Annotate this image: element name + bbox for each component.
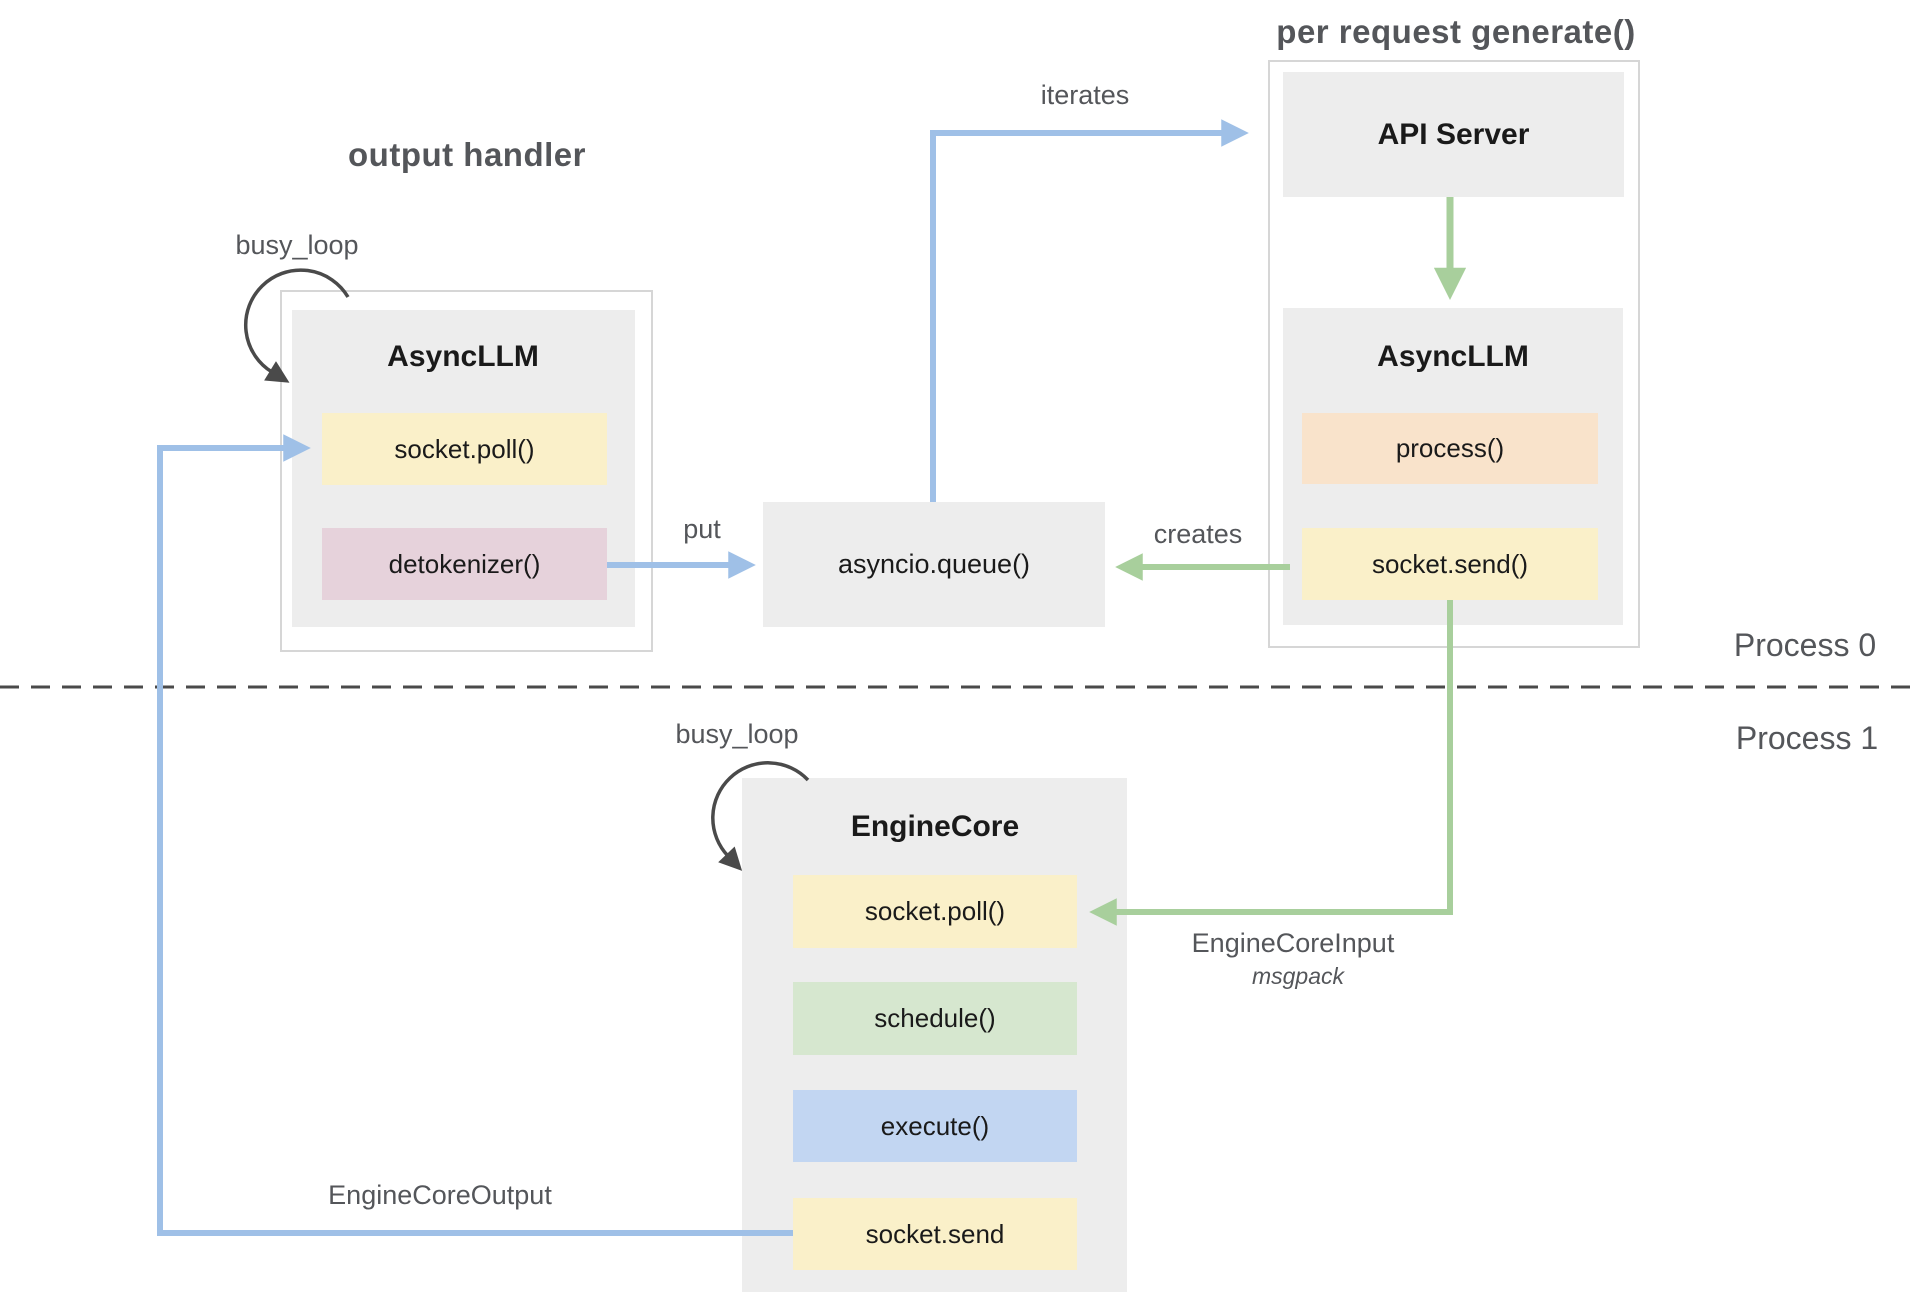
engine-socket-send-label: socket.send — [865, 1218, 1005, 1249]
left-socket-poll-label: socket.poll() — [394, 433, 535, 464]
right-socket-send-label: socket.send() — [1371, 548, 1529, 579]
left-socket-poll-item: socket.poll() — [322, 413, 607, 485]
right-asyncllm-title: AsyncLLM — [1377, 340, 1529, 373]
execute-item: execute() — [793, 1090, 1077, 1162]
output-handler-title: output handler — [348, 136, 586, 173]
execute-label: execute() — [880, 1110, 990, 1141]
right-socket-send-item: socket.send() — [1302, 528, 1598, 600]
left-asyncllm-title: AsyncLLM — [387, 340, 539, 373]
asyncio-queue-node: asyncio.queue() — [763, 502, 1105, 627]
msgpack-label: msgpack — [1251, 963, 1345, 989]
asyncio-queue-label: asyncio.queue() — [837, 549, 1031, 579]
engine-socket-poll-item: socket.poll() — [793, 875, 1077, 948]
schedule-label: schedule() — [874, 1003, 996, 1033]
detokenizer-item: detokenizer() — [322, 528, 607, 600]
engine-socket-poll-label: socket.poll() — [864, 896, 1006, 926]
per-request-generate-title: per request generate() — [1276, 13, 1636, 50]
api-server-node: API Server — [1283, 72, 1624, 197]
busy-loop-engine-label: busy_loop — [675, 719, 799, 749]
engine-core-output-label: EngineCoreOutput — [328, 1180, 552, 1210]
process-1-label: Process 1 — [1735, 720, 1879, 756]
iterates-label: iterates — [1040, 80, 1130, 110]
busy-loop-left-label: busy_loop — [235, 230, 359, 260]
engine-core-title: EngineCore — [850, 810, 1020, 843]
creates-label: creates — [1153, 519, 1243, 549]
detokenizer-label: detokenizer() — [388, 548, 541, 579]
schedule-item: schedule() — [793, 982, 1077, 1055]
engine-core-input-label: EngineCoreInput — [1191, 928, 1395, 958]
put-label: put — [683, 514, 721, 544]
iterates-arrow — [930, 119, 1249, 502]
api-server-title: API Server — [1377, 117, 1530, 151]
process-0-label: Process 0 — [1733, 627, 1877, 663]
process-label: process() — [1395, 433, 1505, 463]
process-item: process() — [1302, 413, 1598, 484]
engine-socket-send-item: socket.send — [793, 1198, 1077, 1270]
